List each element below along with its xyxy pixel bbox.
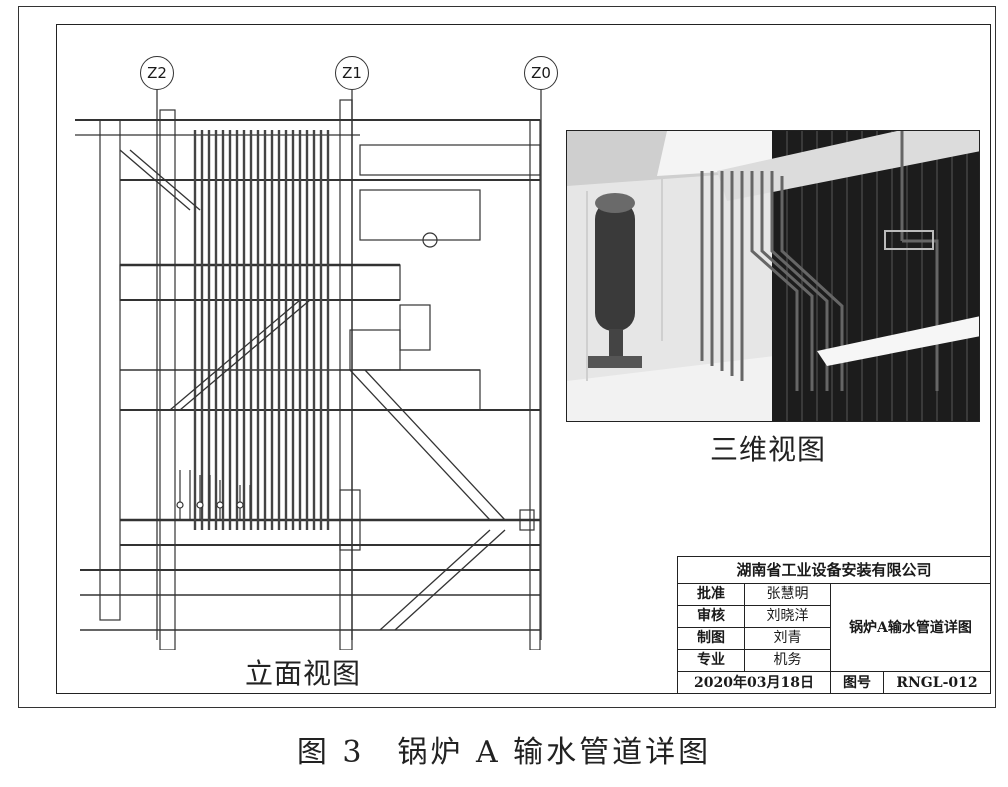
- drawing-number-label: 图号: [831, 672, 884, 694]
- drafted-label: 制图: [678, 627, 745, 649]
- title-block-divider: [830, 583, 831, 693]
- discipline-label: 专业: [678, 649, 745, 671]
- company-name: 湖南省工业设备安装有限公司: [678, 557, 990, 584]
- drawing-title: 锅炉A输水管道详图: [849, 620, 972, 636]
- figure-caption: 图 3 锅炉 A 输水管道详图: [296, 735, 712, 770]
- discipline-row: 专业 机务: [678, 649, 830, 671]
- review-label: 审核: [678, 605, 745, 627]
- isometric-view-label: 三维视图: [710, 433, 827, 466]
- approve-row: 批准 张慧明: [678, 583, 830, 606]
- approve-label: 批准: [678, 583, 745, 605]
- title-block: 湖南省工业设备安装有限公司 批准 张慧明 审核 刘晓洋 制图 刘青 专业 机务 …: [677, 556, 991, 694]
- elevation-view-label: 立面视图: [245, 657, 362, 690]
- axis-bubble-z0: Z0: [524, 56, 558, 90]
- elevation-view-drawing: [75, 99, 541, 650]
- drafted-row: 制图 刘青: [678, 627, 830, 650]
- drawing-number: RNGL-012: [896, 675, 978, 691]
- isometric-render: [566, 130, 980, 422]
- drawing-date: 2020年03月18日: [694, 675, 814, 691]
- review-row: 审核 刘晓洋: [678, 605, 830, 628]
- axis-bubble-z2: Z2: [140, 56, 174, 90]
- drawing-frame: [56, 24, 991, 694]
- drafted-value: 刘青: [773, 630, 802, 646]
- title-block-bottom-divider: [678, 671, 990, 672]
- approve-value: 张慧明: [766, 586, 809, 602]
- review-value: 刘晓洋: [766, 608, 809, 624]
- discipline-value: 机务: [773, 652, 802, 668]
- axis-bubble-z1: Z1: [335, 56, 369, 90]
